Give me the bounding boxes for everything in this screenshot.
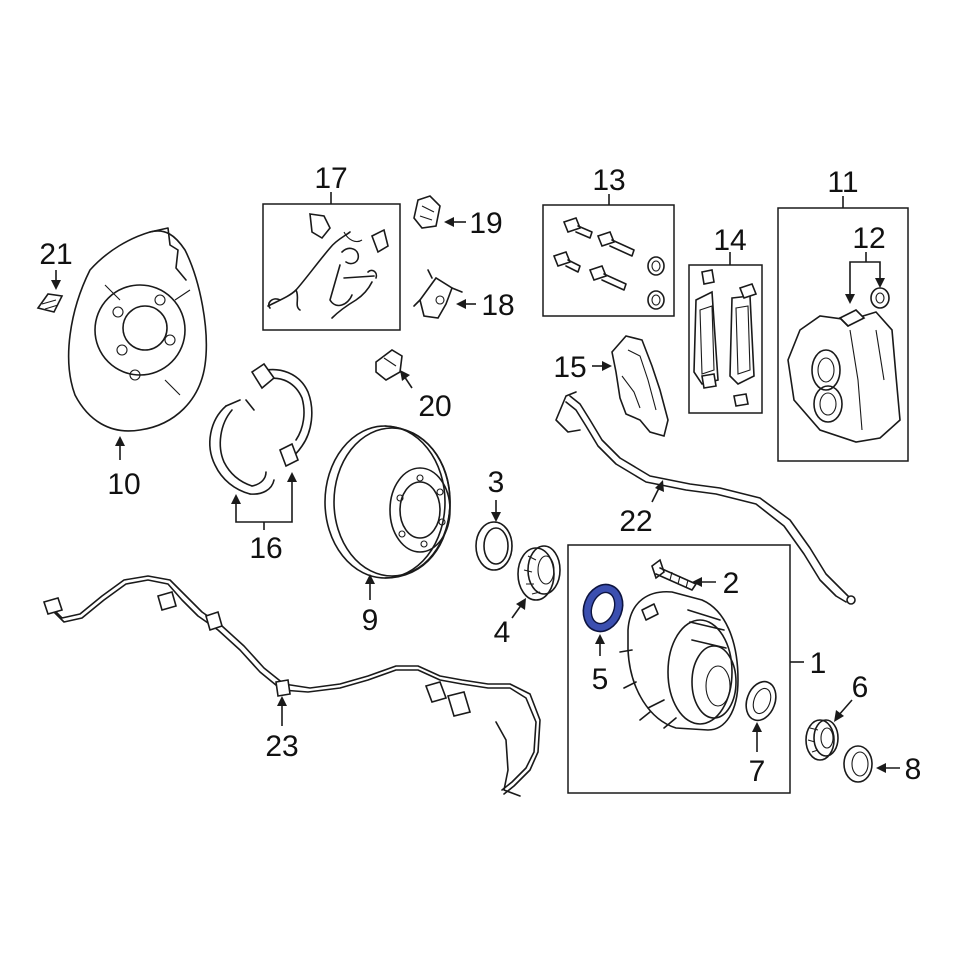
callout-21: 21	[39, 238, 72, 271]
callout-1: 1	[810, 647, 827, 680]
spring-kit[interactable]	[267, 213, 389, 319]
callout-8: 8	[905, 753, 922, 786]
callout-6: 6	[852, 671, 869, 704]
clip-21[interactable]	[36, 293, 64, 313]
bearing-4[interactable]	[517, 545, 561, 601]
brake-rotor[interactable]	[324, 425, 451, 579]
callout-5: 5	[592, 663, 609, 696]
callout-12: 12	[852, 222, 885, 255]
caliper-bolts[interactable]	[552, 217, 665, 310]
bracket-18[interactable]	[413, 269, 463, 319]
caliper-pins[interactable]	[838, 287, 890, 327]
callout-labels: 1 2 3 4 5 6 7 8 9 10 11 12 13 14 15 16 1…	[39, 162, 921, 788]
backing-plate[interactable]	[67, 227, 208, 432]
seal-8[interactable]	[843, 745, 873, 783]
group-box-1	[567, 544, 791, 794]
clip-19[interactable]	[413, 195, 441, 229]
wheel-hub[interactable]	[619, 590, 739, 731]
callout-16: 16	[249, 532, 282, 565]
brake-pads[interactable]	[693, 269, 758, 407]
callout-22: 22	[619, 505, 652, 538]
callout-9: 9	[362, 604, 379, 637]
parking-brake-shoes[interactable]	[209, 362, 313, 495]
callout-19: 19	[469, 207, 502, 240]
leader-lines	[51, 192, 900, 773]
callout-17: 17	[314, 162, 347, 195]
callout-18: 18	[481, 289, 514, 322]
seal-7[interactable]	[741, 677, 781, 724]
callout-2: 2	[723, 567, 740, 600]
callout-20: 20	[418, 390, 451, 423]
group-box-14	[688, 264, 763, 414]
clip-20[interactable]	[375, 349, 403, 381]
brake-line-22[interactable]	[555, 391, 856, 605]
callout-10: 10	[107, 468, 140, 501]
callout-4: 4	[494, 616, 511, 649]
group-box-17	[262, 203, 401, 331]
bearing-6[interactable]	[805, 719, 839, 761]
caliper-bracket[interactable]	[611, 335, 669, 437]
abs-wire-harness[interactable]	[42, 575, 541, 797]
callout-13: 13	[592, 164, 625, 197]
callout-3: 3	[488, 466, 505, 499]
callout-14: 14	[713, 224, 746, 257]
callout-7: 7	[749, 755, 766, 788]
wheel-stud[interactable]	[651, 558, 697, 591]
seal-3[interactable]	[475, 521, 513, 571]
seal-5-highlighted[interactable]	[577, 579, 629, 637]
callout-15: 15	[553, 351, 586, 384]
callout-11: 11	[827, 166, 858, 199]
callout-23: 23	[265, 730, 298, 763]
brake-caliper[interactable]	[787, 311, 901, 443]
